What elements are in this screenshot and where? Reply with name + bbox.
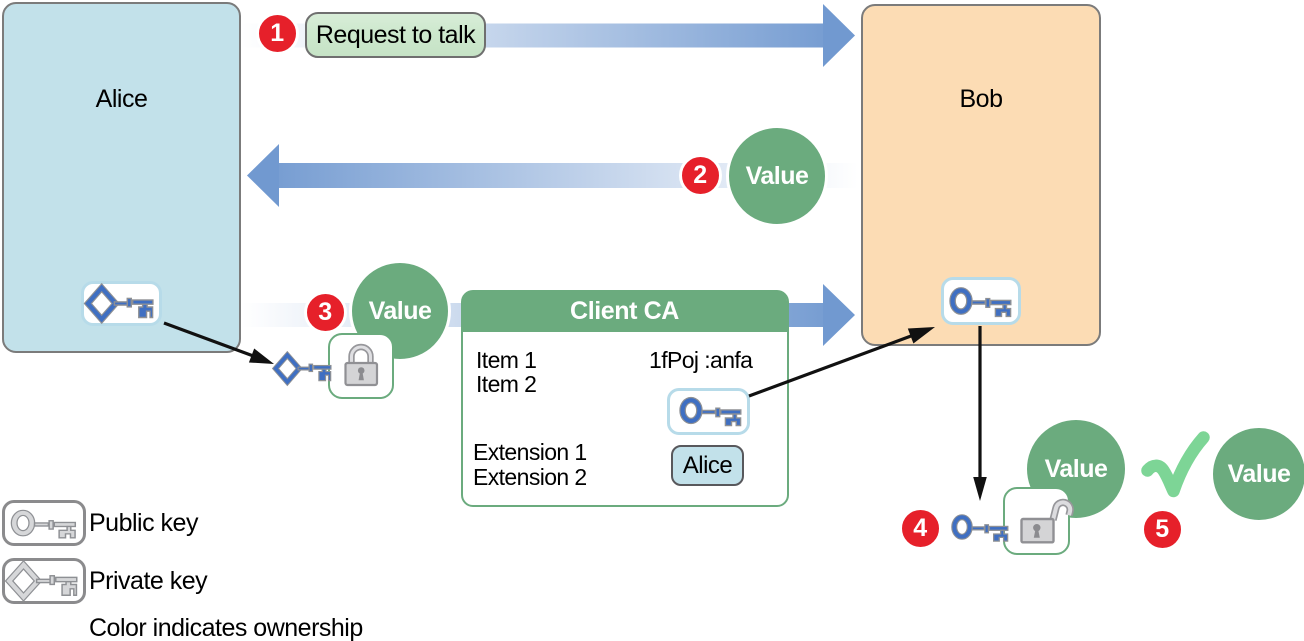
certificate-public-key-box [667,388,750,435]
certificate-card: Client CA Item 1 Item 2 1fPoj :anfa Exte… [461,290,789,507]
legend-private-key-box [2,558,86,604]
legend-public-key-box [2,500,86,546]
step-4-badge: 4 [898,506,942,550]
certificate-header: Client CA [462,291,787,332]
certificate-item-2: Item 2 [476,371,537,397]
arrow-bob-key-down [973,326,987,501]
value-circle-2: Value [726,125,828,227]
certificate-extension-2: Extension 2 [473,464,587,490]
value-circle-5: Value [1210,425,1304,523]
legend-note: Color indicates ownership [89,614,363,641]
alice-private-key-box [81,281,162,326]
legend-public-key-label: Public key [89,509,198,537]
certificate-subject-label: Alice [682,451,733,479]
certificate-item-1: Item 1 [476,347,537,373]
request-to-talk-label: Request to talk [315,20,476,49]
bob-public-key-box [941,277,1021,325]
sealed-private-key-icon [276,355,331,382]
certificate-key-value: 1fPoj :anfa [649,347,753,373]
step-3-number: 3 [318,297,332,326]
checkmark-icon [1141,431,1210,498]
value-circle-3-label: Value [368,296,432,325]
value-circle-2-label: Value [745,161,809,190]
value-circle-5-label: Value [1227,459,1291,488]
value-circle-4-label: Value [1044,454,1108,483]
step-1-badge: 1 [255,11,299,55]
opened-lock-box [1003,487,1070,555]
step-5-badge: 5 [1140,507,1184,551]
actor-label-alice: Alice [95,85,148,113]
step-2-badge: 2 [678,153,722,197]
step-2-number: 2 [693,160,707,189]
certificate-subject-badge: Alice [671,445,744,486]
certificate-extension-1: Extension 1 [473,439,587,465]
certificate-title: Client CA [570,297,679,325]
actor-label-bob: Bob [959,85,1003,113]
step-3-badge: 3 [303,290,347,334]
received-public-key-icon [954,517,1008,541]
step-4-number: 4 [913,513,927,542]
step-1-number: 1 [270,18,284,47]
request-to-talk-pill: Request to talk [305,12,486,58]
step-5-number: 5 [1155,514,1169,543]
legend-private-key-label: Private key [89,567,208,595]
sealed-lock-box [328,333,394,399]
